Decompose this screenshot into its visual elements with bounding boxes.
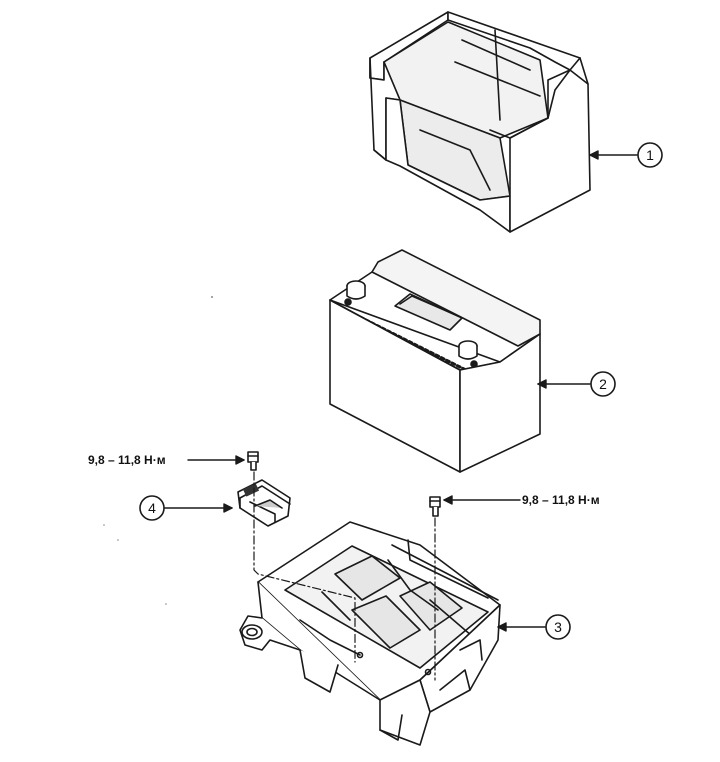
callout-4-label: 4	[148, 500, 156, 516]
leader-arrows	[164, 150, 638, 632]
battery-tray	[239, 521, 501, 746]
callout-4: 4	[139, 495, 165, 521]
callout-3: 3	[545, 614, 571, 640]
bolt-right	[429, 496, 441, 517]
battery-cover	[369, 11, 591, 233]
callout-2-label: 2	[599, 376, 607, 392]
bolt-left	[247, 451, 259, 471]
assembly-lines	[253, 471, 436, 681]
battery	[329, 249, 541, 473]
callout-1-label: 1	[646, 147, 654, 163]
torque-label-right: 9,8 – 11,8 Н·м	[522, 493, 600, 507]
torque-label-left: 9,8 – 11,8 Н·м	[88, 453, 166, 467]
callout-3-label: 3	[554, 619, 562, 635]
scan-specks	[103, 296, 213, 605]
callout-1: 1	[637, 142, 663, 168]
hold-down-clamp	[237, 479, 291, 527]
callout-2: 2	[590, 371, 616, 397]
